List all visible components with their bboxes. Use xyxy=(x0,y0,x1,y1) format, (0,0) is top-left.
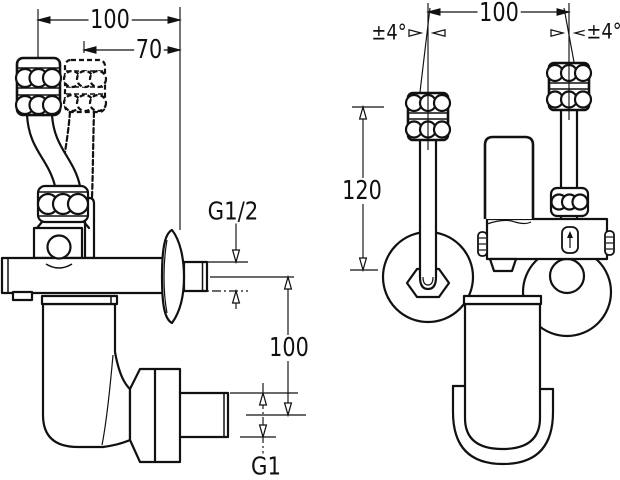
dim-arrow xyxy=(556,8,571,16)
elbow-crease xyxy=(101,354,114,446)
fitting-nut xyxy=(36,184,90,224)
dim-label-inlet-height: 120 xyxy=(340,176,384,206)
right-view xyxy=(381,61,615,466)
angle-arrow xyxy=(430,28,446,38)
angle-arrow xyxy=(550,28,566,38)
knurl-right xyxy=(604,230,615,256)
angle-swing-line xyxy=(419,7,431,93)
dim-label-inner-width: 70 xyxy=(134,35,164,65)
drain-tab xyxy=(488,257,518,273)
lever-base-curve xyxy=(486,219,532,225)
spout-hole xyxy=(46,234,72,260)
hose-outline xyxy=(90,110,96,200)
dim-arrow xyxy=(358,104,368,120)
brand-emblem xyxy=(561,226,579,254)
dim-label-angle-left: ±4° xyxy=(369,20,409,45)
wall-flange xyxy=(160,228,186,325)
dim-arrow xyxy=(426,8,441,16)
dim-label-angle-right: ±4° xyxy=(584,21,620,43)
nut-ball xyxy=(571,193,589,211)
tube-collar xyxy=(462,294,543,306)
bar-step xyxy=(11,290,34,302)
inlet-pipe-left xyxy=(418,138,438,291)
knurl-left xyxy=(477,231,488,257)
nut-ball xyxy=(88,93,108,113)
rosette-boss xyxy=(548,257,586,295)
dim-arrow xyxy=(167,16,182,24)
nut-ball xyxy=(41,67,63,89)
flange-inner-line xyxy=(163,239,168,314)
pipe-bore-inner xyxy=(422,276,434,286)
escutcheon-collar xyxy=(40,294,119,306)
drain-cover-tube xyxy=(463,302,542,451)
alternate-hose-dashed xyxy=(58,58,108,200)
nut-ball xyxy=(573,63,593,83)
dim-arrow xyxy=(283,402,293,418)
nut-ball xyxy=(573,90,593,109)
lever-handle xyxy=(483,135,535,225)
dim-arrow xyxy=(82,46,97,54)
dim-label-inlet-thread: G1/2 xyxy=(205,196,261,226)
dim-label-top-width: 100 xyxy=(88,5,132,35)
dim-arrow xyxy=(167,46,182,54)
flare-line xyxy=(82,220,91,230)
dim-arrow xyxy=(258,424,268,440)
dim-label-outlet-thread: G1 xyxy=(249,451,283,480)
nut-ball xyxy=(432,120,452,139)
nut-ball xyxy=(432,93,452,113)
dim-arrow xyxy=(231,249,241,265)
dim-arrow xyxy=(358,257,368,273)
angle-arrow xyxy=(408,28,424,38)
wall-bar xyxy=(0,256,167,302)
left-view xyxy=(0,56,230,464)
spout-curve xyxy=(45,263,73,269)
dim-arrow xyxy=(258,390,268,406)
valve-body-front xyxy=(485,217,609,261)
angle-swing-line xyxy=(563,7,575,63)
dim-label-pipe-spacing: 100 xyxy=(477,0,521,28)
dim-label-outlet-offset: 100 xyxy=(267,333,311,363)
emblem-arrow-icon xyxy=(567,231,573,238)
drain-elbow xyxy=(40,294,230,464)
nut-ball xyxy=(88,69,108,89)
pipe-bore xyxy=(418,275,438,291)
nut-ball xyxy=(66,192,90,216)
hex-nut xyxy=(405,267,451,299)
elbow-body xyxy=(41,302,132,449)
dimensions-left-view xyxy=(36,7,306,456)
dim-arrow xyxy=(36,16,51,24)
hose-solid xyxy=(25,113,82,188)
g12-thread-stub xyxy=(182,260,209,293)
drain-u-bend xyxy=(451,384,555,466)
dim-arrow xyxy=(283,274,293,290)
dim-arrow xyxy=(231,288,241,304)
pipe-mount-nut xyxy=(549,186,590,218)
nut-ball xyxy=(41,94,63,116)
hose-nut-solid xyxy=(14,56,63,117)
